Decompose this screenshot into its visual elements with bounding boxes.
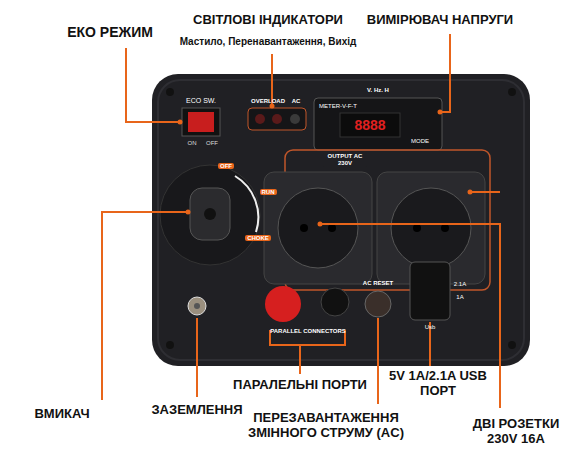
panel-marking: RUN: [260, 189, 277, 196]
callout-label: ЗАЗЕМЛЕННЯ: [151, 403, 242, 418]
callout-label: 8888: [354, 117, 385, 133]
callout-label: ПЕРЕЗАВАНТАЖЕННЯ ЗМІННОГО СТРУМУ (AC): [246, 411, 406, 441]
knob: [190, 188, 230, 240]
panel-body: [152, 74, 530, 366]
ac-reset-button: [365, 291, 391, 317]
panel-marking: V. Hz. H: [367, 87, 389, 94]
socket-face: [391, 188, 471, 268]
panel-edge: [158, 80, 524, 360]
panel-marking: OVERLOAD: [251, 98, 285, 105]
panel-marking: OFF: [206, 140, 218, 147]
indicator-light: [272, 114, 282, 124]
panel-marking: CHOKE: [245, 235, 271, 242]
socket-pin: [300, 224, 308, 232]
callout-label: ВИМІРЮВАЧ НАПРУГИ: [367, 13, 513, 28]
panel-marking: PARALLEL CONNECTORS: [270, 328, 346, 335]
panel-marking: ECO SW.: [186, 97, 216, 105]
leader-lines: [102, 34, 500, 408]
indicator-light: [255, 114, 265, 124]
panel-marking: AC RESET: [363, 280, 393, 287]
screw: [508, 88, 516, 96]
screw: [508, 341, 516, 349]
panel-marking: Usb: [425, 324, 436, 331]
parallel-port-red: [265, 286, 301, 322]
socket: [264, 172, 372, 284]
callout-label: СВІТЛОВІ ІНДИКАТОРИ: [193, 13, 343, 28]
leader-dots: [178, 104, 473, 227]
knob-arrow: [235, 176, 258, 232]
socket-pin: [413, 224, 421, 232]
ground-center: [194, 303, 200, 309]
callout-label: ВМИКАЧ: [34, 407, 89, 422]
callout-label: 5V 1A/2.1A USB ПОРТ: [383, 369, 493, 399]
panel-marking: AC: [292, 98, 301, 105]
callout-label: ЕКО РЕЖИМ: [67, 24, 153, 40]
panel-marking: 1A: [456, 294, 463, 301]
screw: [166, 341, 174, 349]
panel-marking: Мастило, Перенавантаження, Вихід: [180, 36, 357, 48]
eco-rocker: [188, 112, 214, 132]
screw: [166, 88, 174, 96]
ground-terminal: [188, 297, 206, 315]
meter-display: [340, 113, 400, 137]
panel-marking: 2.1A: [454, 281, 466, 288]
eco-switch: [182, 108, 220, 136]
socket-face: [278, 188, 358, 268]
indicator-frame: [248, 108, 306, 130]
parallel-port-black: [321, 288, 349, 316]
panel-marking: OUTPUT AC 230V: [323, 153, 367, 167]
socket-pin: [328, 224, 336, 232]
panel-marking: METER-V-F-T: [319, 103, 357, 110]
socket-pin: [441, 224, 449, 232]
knob-ring: [160, 165, 260, 265]
panel-marking: OFF: [218, 163, 234, 170]
panel-marking: MODE: [411, 138, 429, 145]
callout-label: ДВІ РОЗЕТКИ 230V 16A: [456, 417, 576, 447]
meter-frame: [314, 98, 442, 150]
knob-center: [204, 208, 216, 220]
usb-cover: [410, 262, 450, 320]
callout-label: ПАРАЛЕЛЬНІ ПОРТИ: [233, 378, 367, 393]
indicator-light: [290, 114, 300, 124]
panel-marking: ON: [188, 140, 197, 147]
